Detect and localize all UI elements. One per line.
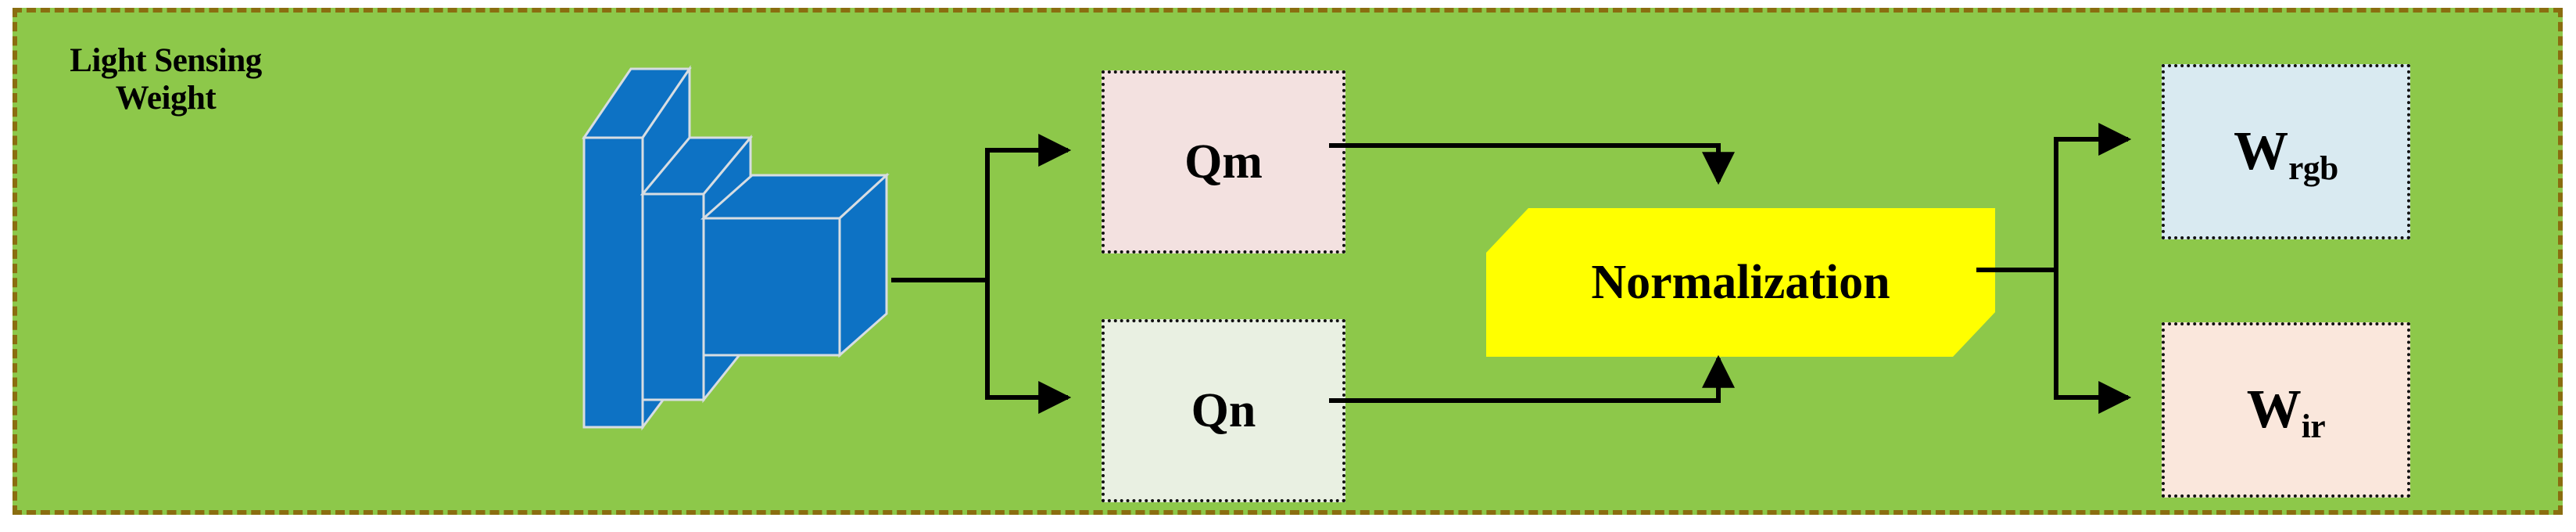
module-title: Light Sensing Weight [70,42,262,117]
node-qn-label: Qn [1191,384,1256,437]
node-w-rgb-subscript: rgb [2288,149,2338,188]
node-w-ir-label: Wir [2247,383,2326,444]
node-qm-label: Qm [1184,135,1263,189]
conv-block-3 [700,172,890,358]
node-w-rgb-label: Wrgb [2234,121,2338,185]
conv-block-stack [564,28,971,466]
node-qm[interactable]: Qm [1102,70,1345,253]
node-qn[interactable]: Qn [1102,319,1345,502]
node-normalization[interactable]: Normalization [1486,208,1995,357]
node-w-ir[interactable]: Wir [2162,322,2410,498]
node-w-ir-subscript: ir [2301,408,2326,446]
node-w-rgb-base: W [2234,121,2289,182]
node-w-rgb[interactable]: Wrgb [2162,64,2410,239]
node-normalization-label: Normalization [1591,256,1890,309]
light-sensing-weight-module: Light Sensing Weight [13,8,2563,515]
node-w-ir-base: W [2246,379,2302,440]
